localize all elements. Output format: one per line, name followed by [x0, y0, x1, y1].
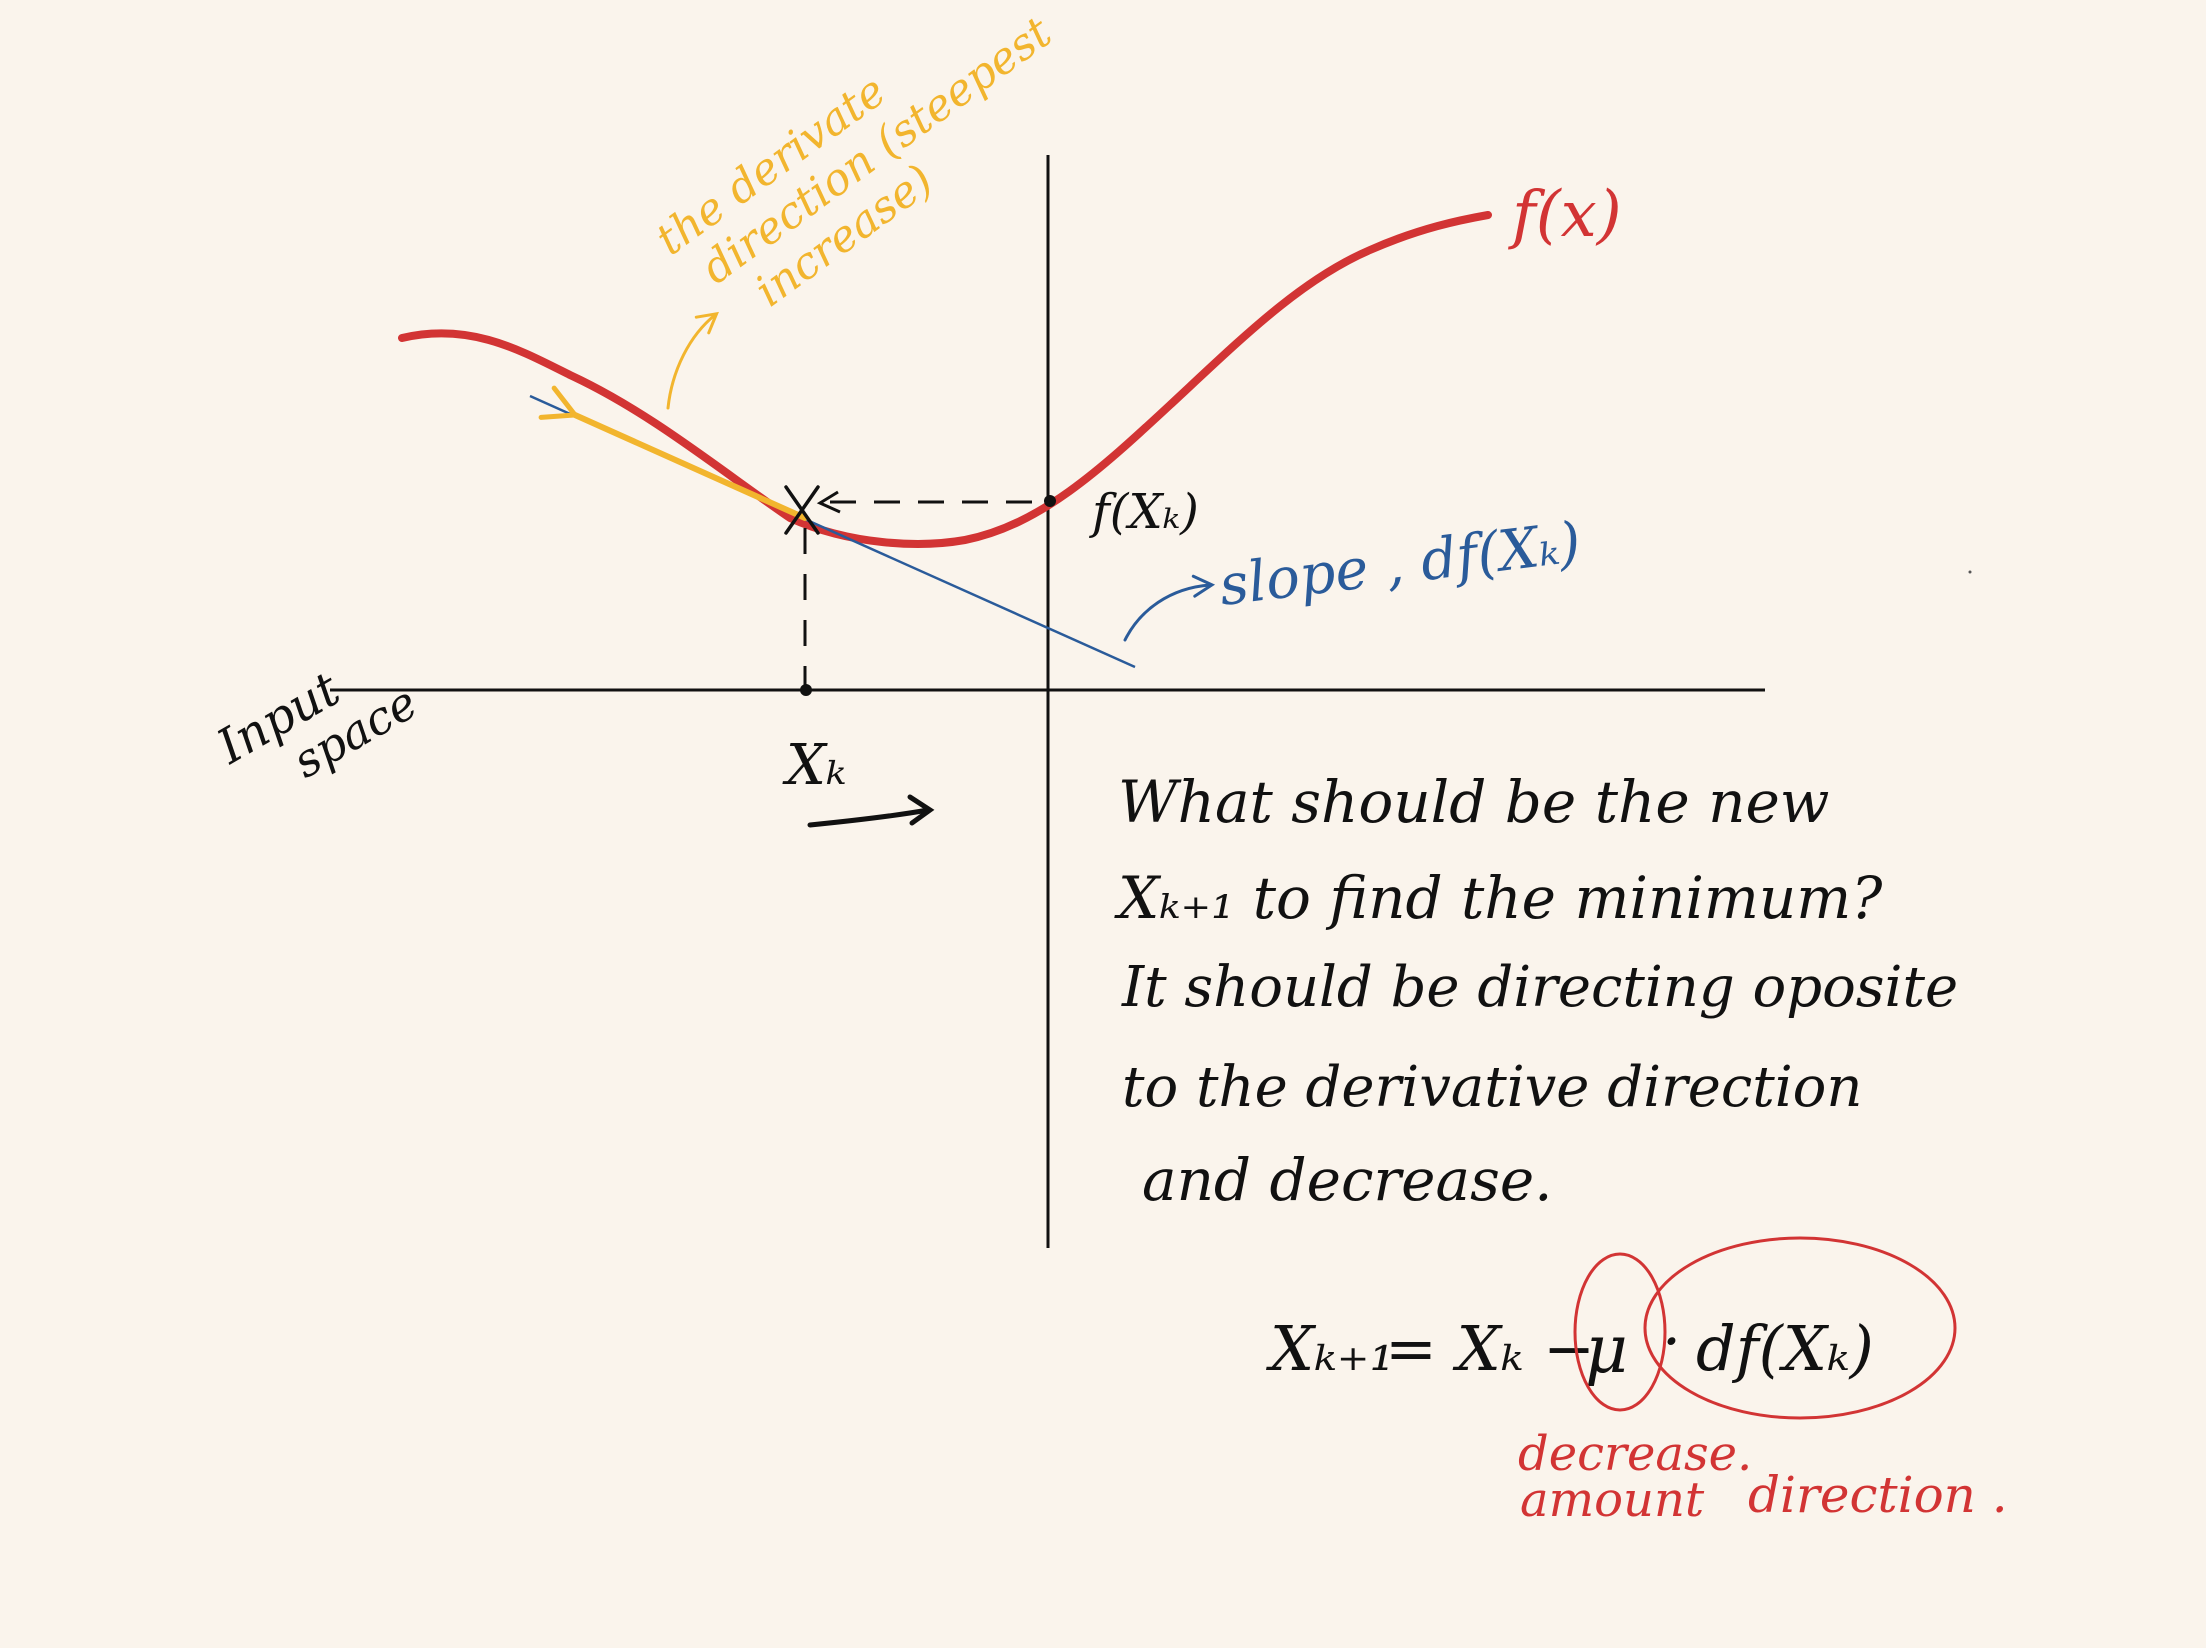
question-line3: It should be directing oposite — [1121, 955, 1958, 1020]
slope-pointer-arrow — [1123, 574, 1216, 642]
dashed-arrowhead — [816, 490, 841, 514]
formula-rhs-start: = Xₖ − — [1385, 1312, 1595, 1385]
move-direction-arrow — [807, 807, 931, 828]
input-space-label: Input space — [207, 661, 426, 789]
gradient-circle — [1643, 1236, 1957, 1420]
slope-label: slope , df(Xₖ) — [1216, 510, 1585, 619]
derivative-pointer-arrow — [666, 311, 719, 410]
derivative-label: the derivate direction (steepest increas… — [647, 7, 1061, 317]
update-formula: Xₖ₊₁ = Xₖ − μ · df(Xₖ) — [1266, 1307, 1874, 1388]
step-annotation-line1: decrease. — [1518, 1426, 1752, 1482]
f-of-xk-dot — [1044, 495, 1056, 507]
gradient-annotation: direction . — [1748, 1466, 2008, 1524]
derivative-arrow — [575, 415, 808, 521]
step-circle — [1573, 1252, 1667, 1412]
formula-step: μ — [1585, 1311, 1628, 1388]
current-point-marker — [784, 485, 820, 535]
xk-label: Xₖ — [782, 733, 846, 798]
question-line4: to the derivative direction — [1122, 1055, 1862, 1120]
stray-mark — [1968, 570, 1972, 574]
question-text: What should be the new Xₖ₊₁ to find the … — [1114, 768, 1958, 1214]
question-line5: and decrease. — [1142, 1146, 1553, 1214]
step-annotation-line2: amount — [1520, 1472, 1705, 1528]
formula-dot: · — [1662, 1307, 1681, 1377]
question-line1: What should be the new — [1118, 768, 1829, 836]
formula-lhs: Xₖ₊₁ — [1266, 1312, 1394, 1385]
formula-gradient: df(Xₖ) — [1696, 1312, 1874, 1385]
function-curve — [398, 211, 1492, 548]
question-line2: Xₖ₊₁ to find the minimum? — [1114, 864, 1883, 932]
point-value-label: f(Xₖ) — [1089, 484, 1199, 540]
function-label: f(x) — [1508, 178, 1622, 252]
move-direction-arrowhead — [907, 794, 935, 826]
xk-dot — [800, 684, 812, 696]
